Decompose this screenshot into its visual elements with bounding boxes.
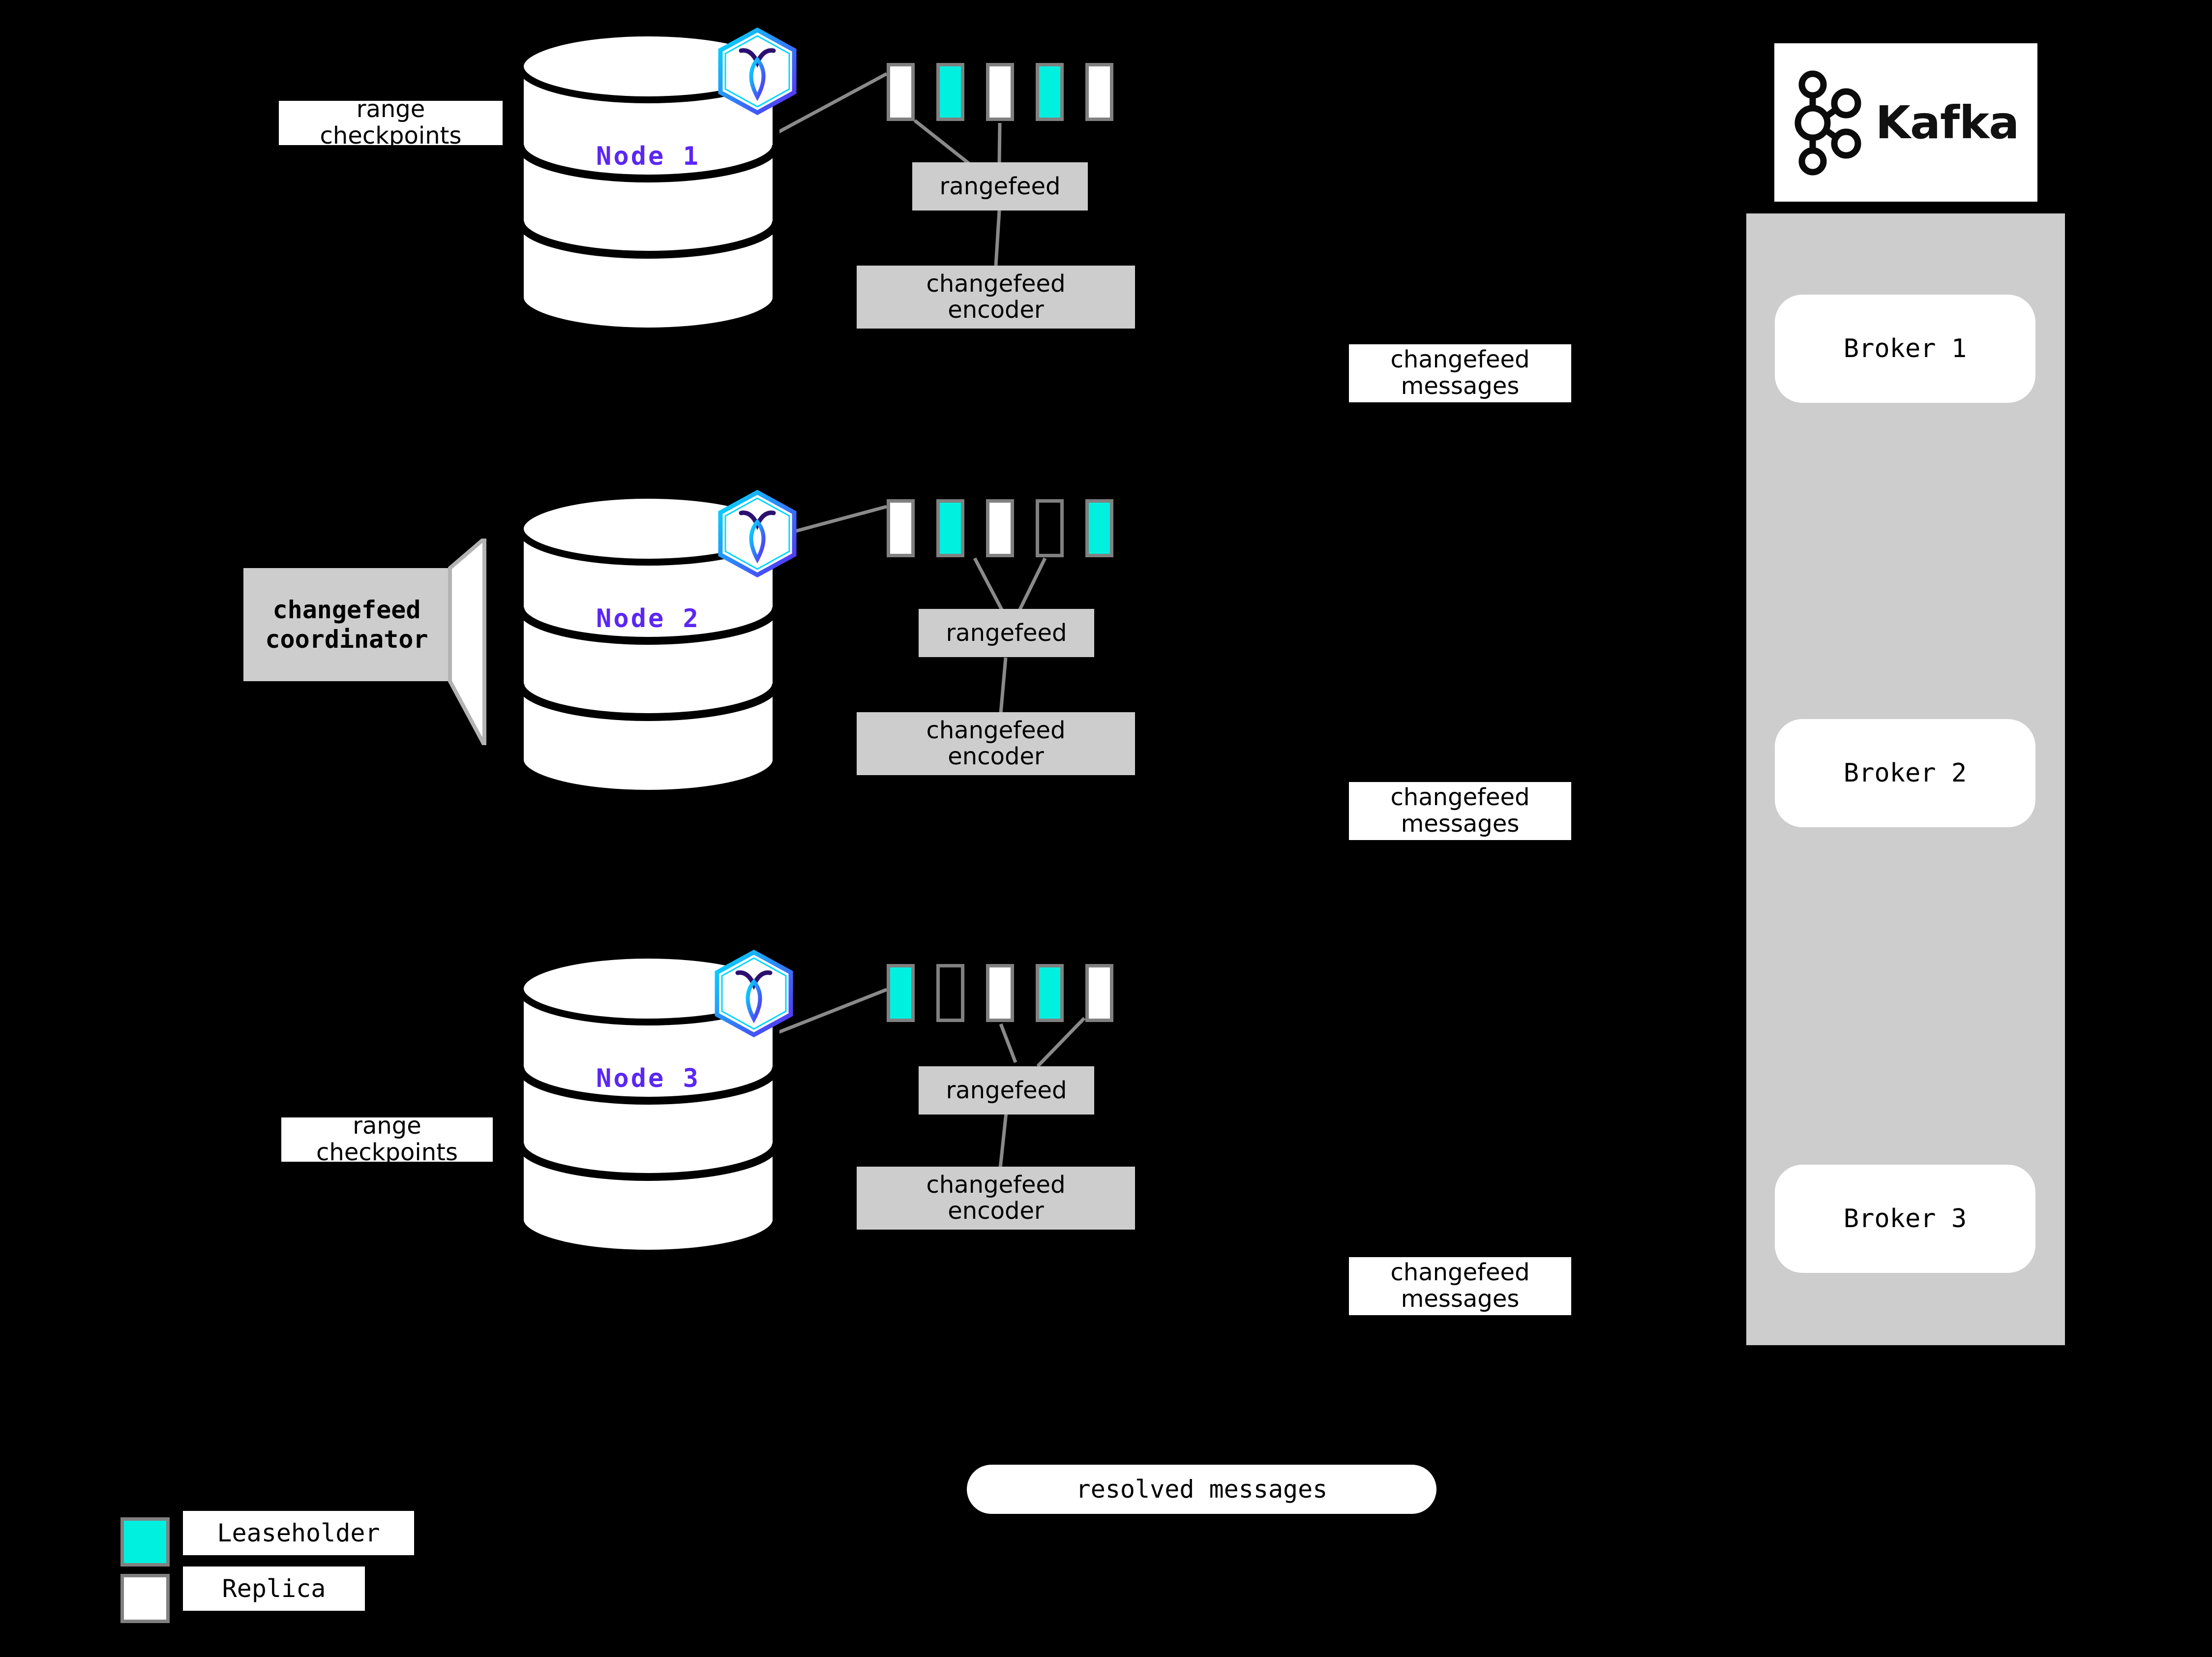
node-3-range-checkpoints-label: range checkpoints [281,1113,493,1166]
node-3-rangefeed-box[interactable]: rangefeed [919,1066,1094,1115]
node-3-range-5 [1085,964,1113,1022]
node-3-range-2 [936,964,964,1022]
changefeed-messages-label-1: changefeed messages [1349,344,1571,402]
node-2-changefeed-encoder-box[interactable]: changefeed encoder [857,712,1135,775]
node-2-range-3 [986,499,1014,557]
node-1-range-3 [986,63,1014,121]
changefeed-messages-label-3: changefeed messages [1349,1257,1571,1315]
kafka-nodes-icon [1794,70,1861,175]
node-1-range-1 [887,63,915,121]
encoder-line-1: changefeed [926,1171,1066,1199]
cockroachdb-hexagon-icon [716,27,799,116]
node-3-changefeed-encoder-box[interactable]: changefeed encoder [857,1167,1135,1230]
node-2-rangefeed-box[interactable]: rangefeed [919,609,1094,657]
node-1-range-5 [1085,63,1113,121]
coordinator-line-1: changefeed [272,596,421,624]
cockroachdb-hexagon-icon [712,949,796,1038]
legend-label-replica: Replica [183,1567,365,1611]
node-2-cylinder: Node 2 [515,492,781,797]
node-1-range-2 [936,63,964,121]
legend-swatch-replica [120,1574,170,1623]
legend-label-leaseholder: Leaseholder [183,1511,414,1555]
range-checkpoints-line-1: range [353,1112,421,1140]
broker-2[interactable]: Broker 2 [1775,719,2035,827]
encoder-line-1: changefeed [926,270,1066,298]
node-1-changefeed-encoder-box[interactable]: changefeed encoder [857,266,1135,329]
changefeed-messages-line-1: changefeed [1390,346,1530,374]
range-checkpoints-line-2: checkpoints [320,122,462,150]
range-checkpoints-line-1: range [356,95,425,123]
cockroachdb-hexagon-icon [716,489,799,578]
legend-swatch-leaseholder [120,1517,170,1567]
changefeed-coordinator-callout[interactable]: changefeed coordinator [243,534,538,747]
node-1-range-checkpoints-label: range checkpoints [279,96,503,149]
node-3-cylinder: Node 3 [515,952,781,1257]
kafka-wordmark: Kafka [1875,96,2020,149]
changefeed-messages-line-2: messages [1401,372,1520,400]
changefeed-messages-line-2: messages [1401,810,1520,838]
kafka-logo-box: Kafka [1774,43,2037,202]
changefeed-messages-line-1: changefeed [1390,783,1530,812]
changefeed-messages-label-2: changefeed messages [1349,782,1571,840]
node-2-range-2 [936,499,964,557]
node-3-label: Node 3 [596,1064,700,1093]
range-checkpoints-line-2: checkpoints [316,1139,458,1166]
node-1-cylinder: Node 1 [515,30,781,334]
encoder-line-2: encoder [948,1197,1044,1225]
node-1-label: Node 1 [596,142,700,171]
changefeed-messages-line-1: changefeed [1390,1259,1530,1287]
node-3-range-1 [887,964,915,1022]
node-2-label: Node 2 [596,604,700,633]
node-1-rangefeed-box[interactable]: rangefeed [912,162,1088,211]
node-2-range-1 [887,499,915,557]
encoder-line-2: encoder [948,296,1044,324]
kafka-cluster-panel: Broker 1 Broker 2 Broker 3 [1746,213,2065,1345]
encoder-line-2: encoder [948,743,1044,770]
node-2-range-4 [1036,499,1064,557]
node-2-range-5 [1085,499,1113,557]
resolved-messages-pill[interactable]: resolved messages [967,1465,1436,1514]
changefeed-messages-line-2: messages [1401,1285,1520,1313]
node-1-range-4 [1036,63,1064,121]
node-3-range-4 [1036,964,1064,1022]
broker-3[interactable]: Broker 3 [1775,1165,2035,1273]
node-3-range-3 [986,964,1014,1022]
broker-1[interactable]: Broker 1 [1775,295,2035,403]
coordinator-line-2: coordinator [265,625,428,654]
encoder-line-1: changefeed [926,717,1066,745]
kafka-inbound-arrowhead [2064,330,2097,350]
